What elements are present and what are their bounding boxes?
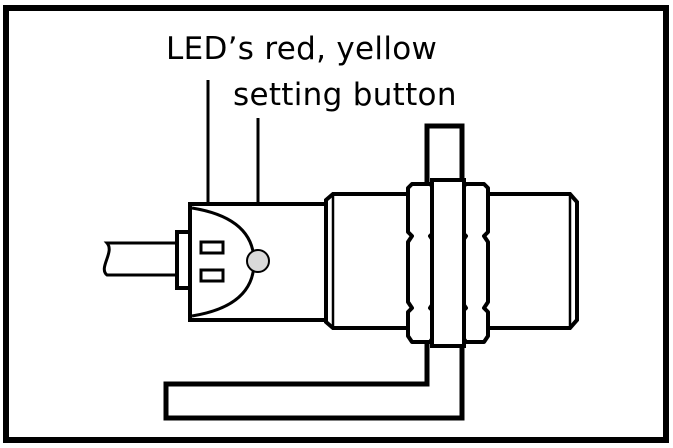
led-indicator-red <box>199 240 225 255</box>
setting-button-label: setting button <box>233 77 457 113</box>
led-label: LED’s red, yellow <box>166 31 437 67</box>
bracket-plate-section <box>430 178 466 348</box>
mounting-bracket <box>163 123 465 421</box>
led-indicator-yellow <box>199 268 225 283</box>
setting-button <box>246 249 270 273</box>
cable <box>102 241 180 277</box>
